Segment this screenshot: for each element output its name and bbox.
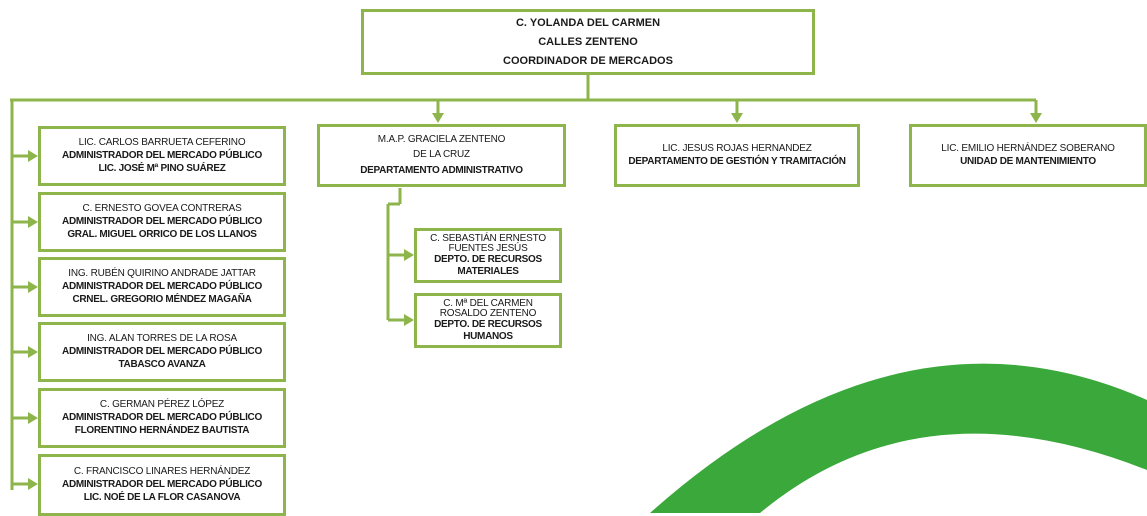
mantenimiento-role: UNIDAD DE MANTENIMIENTO (960, 156, 1096, 167)
admin-dept-name-line2: DE LA CRUZ (413, 149, 470, 160)
administrator-role: ADMINISTRADOR DEL MERCADO PÚBLICO (62, 346, 262, 357)
administrator-box: C. GERMAN PÉREZ LÓPEZ ADMINISTRADOR DEL … (38, 388, 286, 448)
admin-dept-role: DEPARTAMENTO ADMINISTRATIVO (360, 165, 523, 176)
sub-dept-role-line2: MATERIALES (457, 265, 519, 277)
sub-dept-role-line1: DEPTO. DE RECURSOS (434, 318, 542, 330)
gestion-name: LIC. JESUS ROJAS HERNANDEZ (662, 143, 812, 154)
mantenimiento-box: LIC. EMILIO HERNÁNDEZ SOBERANO UNIDAD DE… (909, 124, 1147, 187)
gestion-box: LIC. JESUS ROJAS HERNANDEZ DEPARTAMENTO … (614, 124, 860, 187)
sub-dept-name-line2: FUENTES JESÚS (448, 242, 528, 254)
sub-dept-role-line2: HUMANOS (463, 330, 513, 342)
administrator-role: ADMINISTRADOR DEL MERCADO PÚBLICO (62, 281, 262, 292)
market-name: FLORENTINO HERNÁNDEZ BAUTISTA (74, 425, 250, 436)
administrator-role: ADMINISTRADOR DEL MERCADO PÚBLICO (62, 216, 262, 227)
sub-dept-name-line1: C. Mª DEL CARMEN (443, 297, 533, 309)
sub-dept-name-line2: ROSALDO ZENTENO (439, 307, 537, 319)
market-name: CRNEL. GREGORIO MÉNDEZ MAGAÑA (72, 294, 252, 305)
market-name: TABASCO AVANZA (118, 359, 206, 370)
coordinator-name-line2: CALLES ZENTENO (538, 35, 638, 48)
gestion-role: DEPARTAMENTO DE GESTIÓN Y TRAMITACIÓN (628, 156, 846, 167)
coordinator-role: COORDINADOR DE MERCADOS (503, 54, 673, 67)
administrator-name: LIC. CARLOS BARRUETA CEFERINO (78, 137, 246, 148)
administrator-name: C. ERNESTO GOVEA CONTRERAS (82, 203, 242, 214)
market-name: LIC. NOÉ DE LA FLOR CASANOVA (83, 492, 241, 503)
administrator-box: ING. ALAN TORRES DE LA ROSA ADMINISTRADO… (38, 322, 286, 382)
mantenimiento-name: LIC. EMILIO HERNÁNDEZ SOBERANO (941, 143, 1115, 154)
sub-dept-box: C. SEBASTIÁN ERNESTO FUENTES JESÚS DEPTO… (414, 228, 562, 283)
administrator-name: C. FRANCISCO LINARES HERNÁNDEZ (73, 466, 251, 477)
coordinator-name-line1: C. YOLANDA DEL CARMEN (515, 16, 661, 29)
administrator-role: ADMINISTRADOR DEL MERCADO PÚBLICO (62, 150, 262, 161)
administrator-name: ING. ALAN TORRES DE LA ROSA (87, 333, 237, 344)
administrator-box: LIC. CARLOS BARRUETA CEFERINO ADMINISTRA… (38, 126, 286, 186)
administrator-box: ING. RUBÉN QUIRINO ANDRADE JATTAR ADMINI… (38, 257, 286, 317)
sub-dept-box: C. Mª DEL CARMEN ROSALDO ZENTENO DEPTO. … (414, 293, 562, 348)
administrator-box: C. FRANCISCO LINARES HERNÁNDEZ ADMINISTR… (38, 454, 286, 516)
administrator-name: ING. RUBÉN QUIRINO ANDRADE JATTAR (68, 268, 256, 279)
sub-dept-role-line1: DEPTO. DE RECURSOS (434, 253, 542, 265)
sub-dept-name-line1: C. SEBASTIÁN ERNESTO (430, 232, 546, 244)
market-name: GRAL. MIGUEL ORRICO DE LOS LLANOS (67, 229, 257, 240)
administrator-role: ADMINISTRADOR DEL MERCADO PÚBLICO (62, 479, 262, 490)
coordinator-box: C. YOLANDA DEL CARMEN CALLES ZENTENO COO… (361, 9, 815, 75)
market-name: LIC. JOSÉ Mª PINO SUÁREZ (98, 163, 226, 174)
administrator-name: C. GERMAN PÉREZ LÓPEZ (99, 399, 225, 410)
admin-dept-name-line1: M.A.P. GRACIELA ZENTENO (377, 134, 506, 145)
admin-dept-box: M.A.P. GRACIELA ZENTENO DE LA CRUZ DEPAR… (317, 124, 566, 187)
administrator-role: ADMINISTRADOR DEL MERCADO PÚBLICO (62, 412, 262, 423)
administrator-box: C. ERNESTO GOVEA CONTRERAS ADMINISTRADOR… (38, 192, 286, 252)
